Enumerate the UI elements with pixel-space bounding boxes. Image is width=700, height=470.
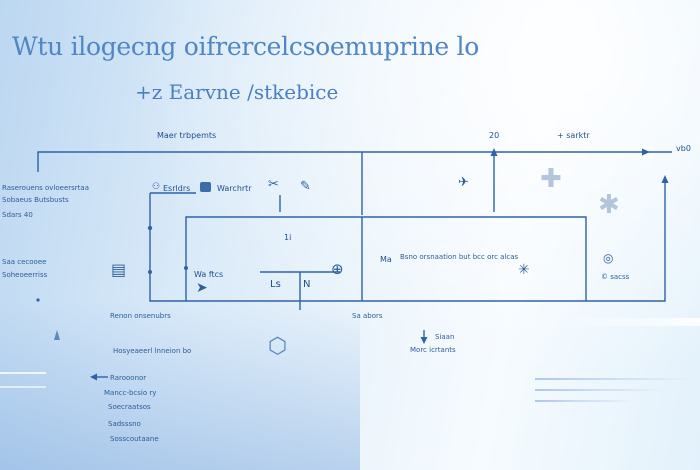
label-top-left: Maer trbpemts — [157, 131, 217, 140]
label-node-3: Wa ftcs — [194, 270, 224, 279]
label-top-far-right: vb0 — [676, 144, 691, 153]
label-inner-right: Bsno orsnaation but bcc orc alcas — [400, 253, 519, 261]
label-inner-top: 1i — [284, 233, 292, 242]
gear-icon: ✱ — [598, 190, 620, 220]
inner-box-line — [185, 216, 587, 301]
arrow-right-head — [642, 148, 650, 156]
junction-dot-1 — [147, 225, 153, 231]
network-icon: ✳ — [518, 262, 530, 278]
arrow-up-head-2 — [490, 148, 498, 156]
puzzle-icon: ✚ — [540, 164, 562, 194]
label-left-2: Sobaeus Butsbusts — [2, 196, 69, 204]
label-bottom-3: Hosyeaeerl lnneion bo — [113, 347, 192, 355]
junction-dot-3 — [148, 270, 152, 274]
label-node-4: Ls — [270, 279, 281, 290]
label-node-1: Esrldrs — [163, 184, 191, 193]
globe-icon: ⊕ — [331, 260, 344, 278]
arrow-down-head — [420, 337, 428, 344]
right-highlight-bar — [560, 318, 700, 326]
hexagon-icon: ⬡ — [268, 334, 288, 359]
label-left-3: Sdars 40 — [2, 211, 33, 219]
ghost-line — [535, 378, 695, 380]
label-inner-right-prefix: Ma — [380, 255, 392, 264]
label-list-4: Sadsssno — [108, 420, 141, 428]
main-box-line — [149, 180, 666, 302]
junction-dot-2 — [184, 266, 188, 270]
label-list-5: Sosscoutaane — [110, 435, 159, 443]
label-bottom-2: Sa abors — [352, 312, 383, 320]
left-marker — [54, 330, 60, 340]
label-left-4: Saa cecooee — [2, 258, 47, 266]
outer-loop-line — [37, 151, 645, 172]
ghost-line — [535, 389, 663, 391]
label-left-5: Soheoeerriss — [2, 271, 48, 279]
left-decor-strip — [0, 372, 46, 388]
document-icon: ▤ — [111, 260, 127, 279]
arrow-up-head-1 — [661, 175, 669, 183]
bird-icon: ➤ — [196, 280, 208, 296]
page-headline: Wtu ilogecng oifrercelcsoemuprine lo — [12, 32, 479, 61]
label-node-5: N — [303, 279, 311, 290]
label-bottom-5: Morc icrtants — [410, 346, 456, 354]
label-right-edge: © sacss — [601, 273, 630, 281]
label-top-mid: 20 — [489, 131, 500, 140]
share-icon: ⚇ — [152, 182, 161, 192]
label-list-2: Mancc-bcsio ry — [104, 389, 157, 397]
plane-icon: ✈ — [458, 175, 469, 190]
label-list-3: Soecraatsos — [108, 403, 151, 411]
ghost-lines — [535, 378, 695, 411]
pen-icon: ✎ — [300, 179, 311, 194]
junction-dot-4 — [36, 298, 40, 302]
ghost-line — [535, 400, 631, 402]
label-bottom-4: Siaan — [435, 333, 455, 341]
label-top-right: + sarktr — [557, 131, 590, 140]
label-node-2: Warchrtr — [217, 184, 252, 193]
label-left-1: Raserouens ovloeersrtaa — [2, 184, 90, 192]
tools-icon: ✂ — [268, 177, 279, 192]
label-list-1: Rarooonor — [110, 374, 147, 382]
label-bottom-1: Renon onsenubrs — [110, 312, 171, 320]
arrow-left-head — [90, 373, 97, 381]
info-icon: ◎ — [603, 251, 614, 265]
page-subheadline: +z Earvne /stkebice — [135, 80, 339, 104]
server-icon — [200, 182, 211, 192]
